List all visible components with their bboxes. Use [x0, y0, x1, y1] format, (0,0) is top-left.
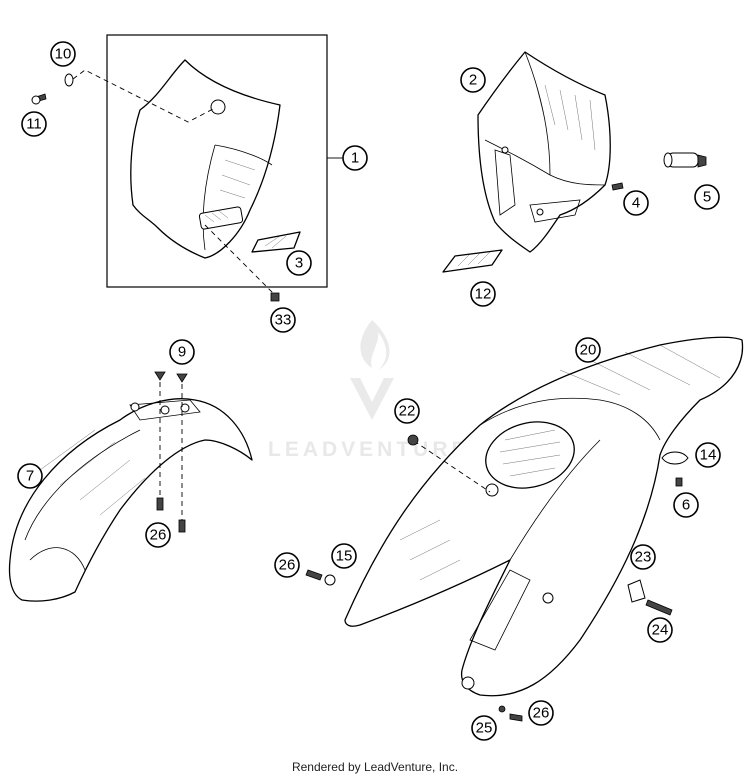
callout-7: 7 [17, 463, 43, 489]
svg-text:7: 7 [26, 468, 34, 485]
screw-33 [270, 292, 280, 302]
callout-9: 9 [169, 339, 195, 365]
footer-credit: Rendered by LeadVenture, Inc. [291, 760, 459, 774]
screw-4 [611, 182, 624, 191]
callout-24: 24 [647, 617, 673, 643]
svg-text:33: 33 [275, 312, 292, 329]
assembly-1-frame [106, 34, 328, 288]
svg-text:15: 15 [336, 548, 353, 565]
svg-text:26: 26 [150, 527, 167, 544]
callout-3: 3 [286, 250, 312, 276]
callout-25: 25 [471, 715, 497, 741]
screw-26d [509, 713, 523, 722]
callout-11: 11 [21, 111, 47, 137]
svg-text:26: 26 [533, 705, 550, 722]
screw-6 [675, 477, 683, 487]
svg-text:10: 10 [55, 46, 72, 63]
svg-text:9: 9 [178, 344, 186, 361]
rear-fender [344, 336, 744, 697]
svg-text:5: 5 [703, 189, 711, 206]
screw-26a [156, 497, 164, 511]
svg-text:3: 3 [295, 255, 303, 272]
nut-9b [176, 373, 188, 383]
nut-9a [154, 371, 166, 381]
svg-text:6: 6 [682, 497, 690, 514]
number-plate-decal [251, 231, 301, 253]
screw-24 [645, 599, 673, 616]
washer-15 [324, 574, 336, 586]
svg-text:24: 24 [652, 622, 669, 639]
front-fender [8, 398, 253, 602]
headlight-mask-decal [442, 249, 503, 273]
dashed-line-22 [413, 440, 491, 493]
callout-14: 14 [695, 442, 721, 468]
callout-2: 2 [460, 67, 486, 93]
callout-6: 6 [673, 492, 699, 518]
callout-26-bottom: 26 [528, 700, 554, 726]
bushing-23 [627, 579, 646, 603]
callout-33: 33 [270, 307, 296, 333]
svg-text:12: 12 [475, 286, 492, 303]
screw-26b [178, 519, 186, 533]
washer-25 [498, 705, 506, 713]
leadventure-watermark: LEADVENTURE [268, 320, 466, 461]
svg-text:4: 4 [632, 195, 640, 212]
svg-text:25: 25 [476, 720, 493, 737]
callout-22: 22 [394, 398, 420, 424]
callout-26-front-fender: 26 [145, 522, 171, 548]
svg-text:2: 2 [469, 72, 477, 89]
svg-text:20: 20 [580, 342, 597, 359]
callout-1: 1 [342, 145, 368, 171]
dashed-line-33 [204, 224, 276, 296]
callout-15: 15 [331, 543, 357, 569]
front-number-plate [130, 59, 281, 259]
dashed-line-10 [72, 69, 214, 123]
callout-4: 4 [623, 190, 649, 216]
svg-text:26: 26 [279, 557, 296, 574]
svg-text:1: 1 [351, 150, 359, 167]
screw-and-washer-10-11 [31, 73, 74, 105]
callout-5: 5 [694, 184, 720, 210]
svg-text:11: 11 [26, 116, 42, 133]
callout-12: 12 [470, 281, 496, 307]
headlight-mask [477, 51, 611, 253]
svg-text:22: 22 [399, 403, 416, 420]
callout-20: 20 [575, 337, 601, 363]
screw-26c [305, 569, 323, 581]
callout-26-left: 26 [274, 552, 300, 578]
svg-text:14: 14 [700, 447, 717, 464]
callout-23: 23 [630, 544, 656, 570]
lamp-socket [663, 152, 707, 168]
svg-text:23: 23 [635, 549, 652, 566]
nut-22 [407, 434, 419, 446]
callout-10: 10 [50, 41, 76, 67]
grommet-14 [661, 451, 689, 465]
